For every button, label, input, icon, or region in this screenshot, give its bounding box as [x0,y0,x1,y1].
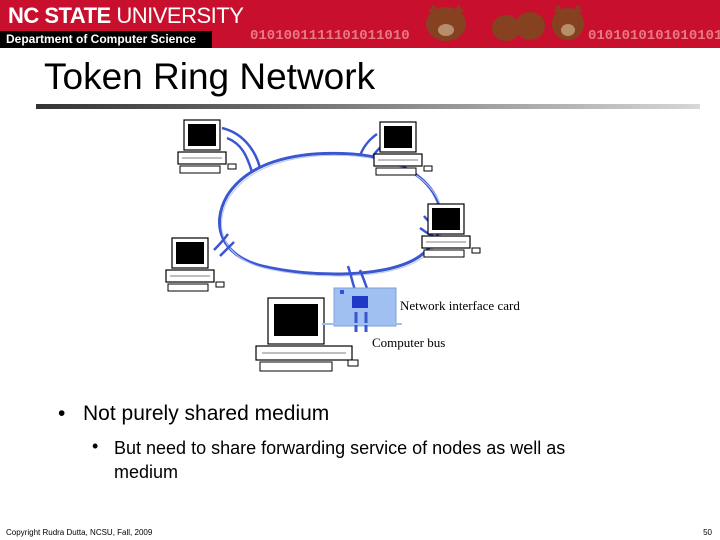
token-ring-diagram: Network interface card Computer bus [162,116,540,383]
binary-decoration-left: 0101001111101011010 [250,28,410,44]
wolf-mascot-image [426,4,584,41]
computer-bottom [255,297,359,372]
header-banner: NC STATE UNIVERSITY Department of Comput… [0,0,720,48]
computer-top-left [177,119,237,174]
nic-label: Network interface card [400,298,520,313]
slide-title: Token Ring Network [44,56,376,97]
bullet-marker: • [58,402,66,425]
page-number: 50 [703,528,712,537]
computer-right [421,203,481,258]
copyright-footer: Copyright Rudra Dutta, NCSU, Fall, 2009 [6,528,153,537]
sub-bullet-text: But need to share forwarding service of … [114,438,566,482]
department-name: Department of Computer Science [6,32,197,46]
computer-left [165,237,225,292]
sub-bullet-marker: • [92,436,99,456]
university-logo: NC STATE UNIVERSITY Department of Comput… [0,0,244,48]
computer-bus-label: Computer bus [372,335,445,350]
network-interface-card [322,287,402,332]
university-name: NC STATE UNIVERSITY [8,3,244,28]
binary-decoration-right: 010101010101010101 [588,28,720,44]
department-bar: Department of Computer Science [0,31,212,48]
bullet-text: Not purely shared medium [83,402,330,425]
title-divider [36,104,700,109]
